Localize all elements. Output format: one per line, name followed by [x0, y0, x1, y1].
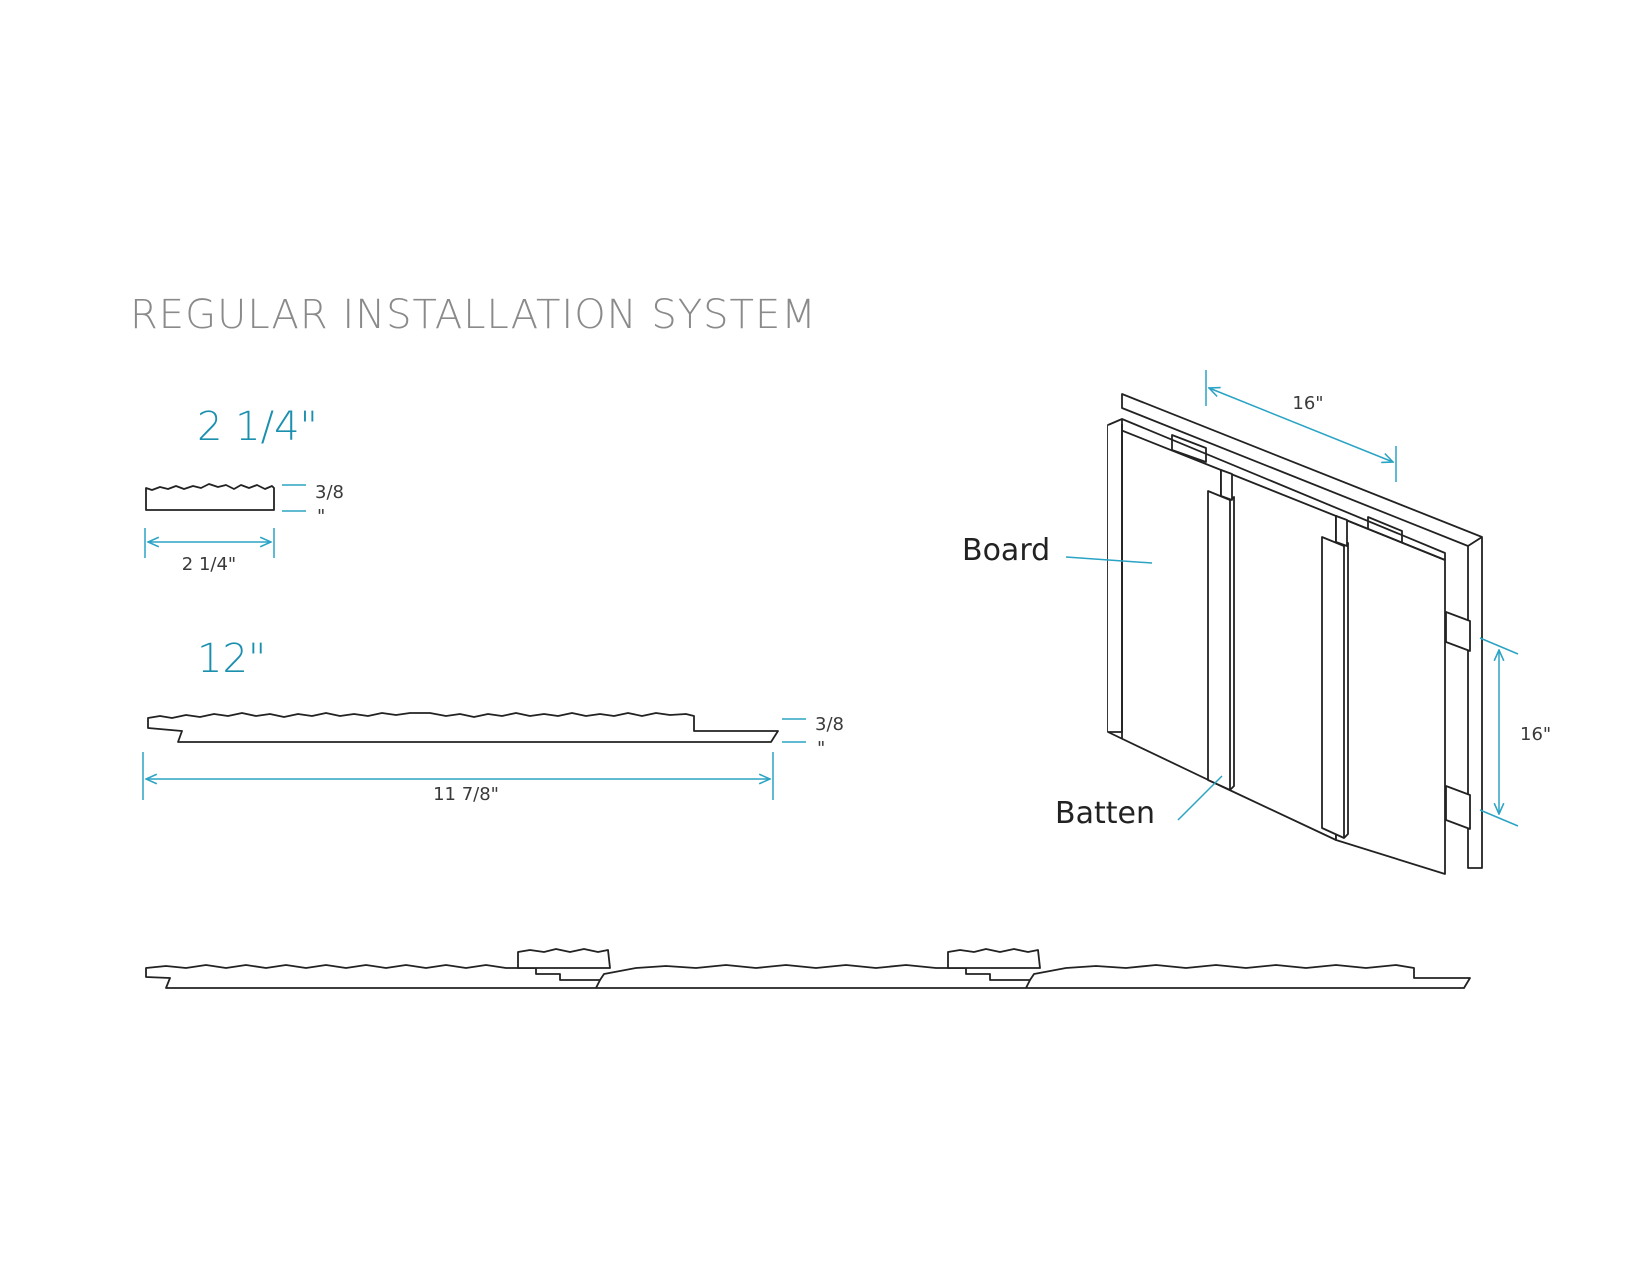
horizontal-spacing-label: 16" [1292, 393, 1323, 414]
board-label: Board [962, 533, 1050, 568]
isometric-assembly: 16" 16" Board Batten [962, 370, 1551, 875]
batten-thickness-bottom: " [317, 506, 325, 527]
batten-profile-shape [145, 483, 275, 511]
batten-label: Batten [1055, 796, 1155, 831]
batten-profile-header: 2 1/4" [197, 404, 318, 450]
board-profile-section: 12" 3/8 " 11 7/8" [142, 636, 844, 805]
board-width-label: 11 7/8" [433, 784, 499, 805]
vertical-spacing-label: 16" [1520, 724, 1551, 745]
board-profile-header: 12" [197, 636, 266, 682]
batten-width-label: 2 1/4" [182, 554, 236, 575]
board-thickness-bottom: " [817, 738, 825, 759]
installed-batten-right [947, 948, 1041, 969]
page-title: REGULAR INSTALLATION SYSTEM [130, 292, 817, 338]
batten-profile-section: 2 1/4" 3/8 " 2 1/4" [144, 404, 344, 575]
board-thickness-top: 3/8 [815, 714, 844, 735]
batten-thickness-top: 3/8 [315, 482, 344, 503]
installed-boards-shape [145, 964, 1471, 989]
board-profile-shape [147, 712, 779, 743]
installed-batten-left [517, 948, 611, 969]
installed-section-view [145, 948, 1471, 989]
